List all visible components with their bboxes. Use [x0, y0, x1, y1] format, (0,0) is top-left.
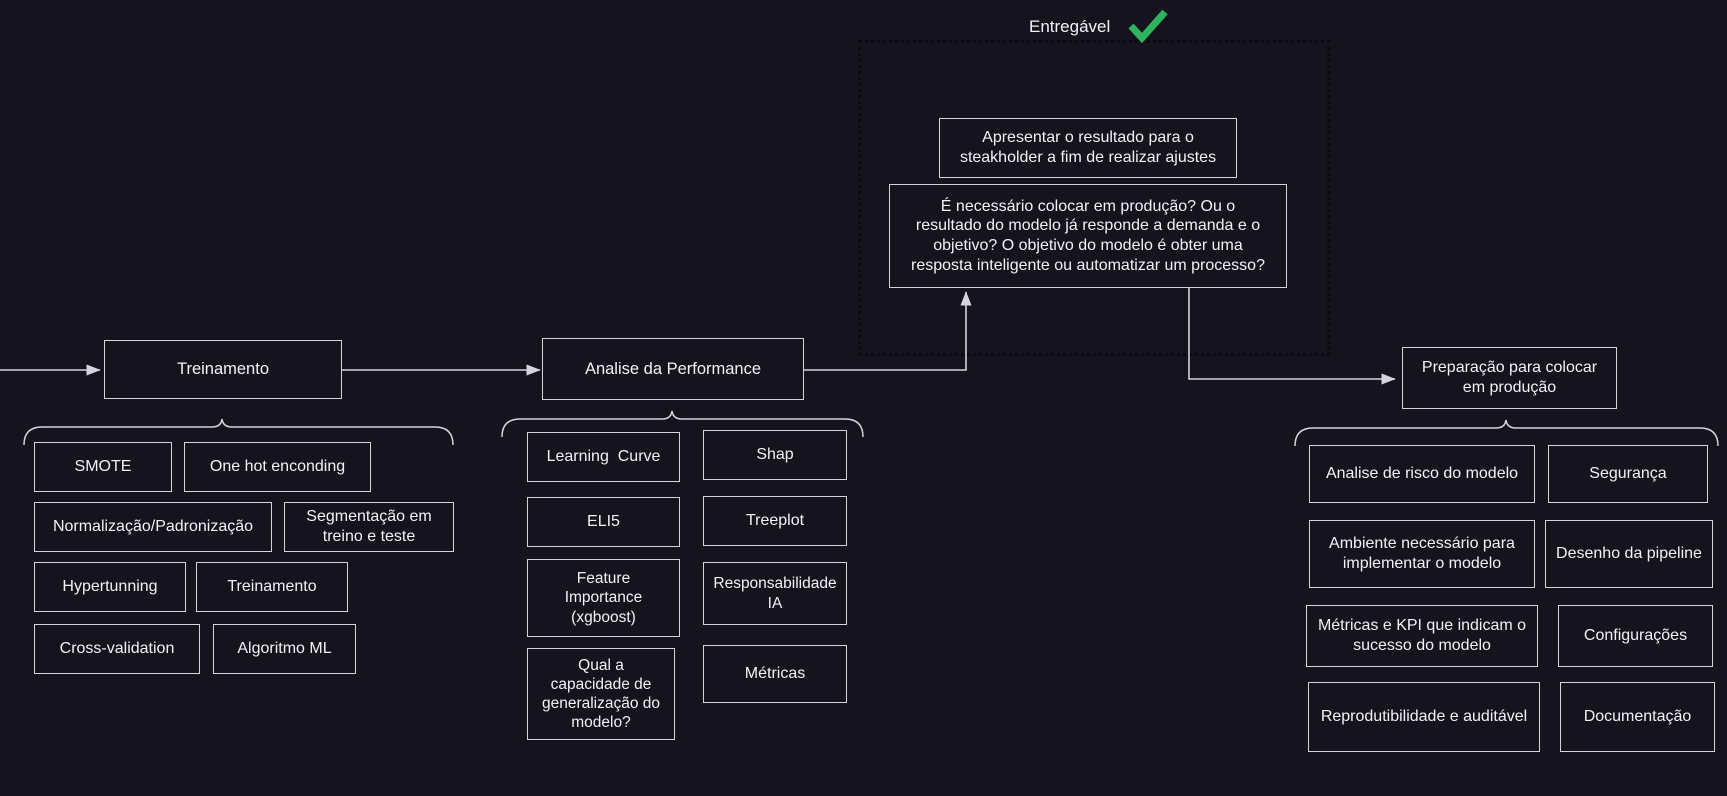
node-algoritmo-ml[interactable]: Algoritmo ML: [213, 624, 356, 674]
node-seguranca[interactable]: Segurança: [1548, 445, 1708, 503]
node-segmentacao-treino-teste[interactable]: Segmentação em treino e teste: [284, 502, 454, 552]
node-preparacao-producao[interactable]: Preparação para colocar em produção: [1402, 347, 1617, 409]
check-icon: [1128, 9, 1168, 43]
deliverable-region: [858, 40, 1330, 356]
deliverable-label: Entregável: [1029, 17, 1111, 36]
node-shap[interactable]: Shap: [703, 430, 847, 480]
node-reprodutibilidade[interactable]: Reprodutibilidade e auditável: [1308, 682, 1540, 752]
brace-production: [1294, 419, 1719, 447]
node-treinamento[interactable]: Treinamento: [104, 340, 342, 399]
node-learning-curve[interactable]: Learning Curve: [527, 432, 680, 482]
node-eli5[interactable]: ELI5: [527, 497, 680, 547]
node-documentacao[interactable]: Documentação: [1560, 682, 1715, 752]
node-apresentar-resultado[interactable]: Apresentar o resultado para o steakholde…: [939, 118, 1237, 178]
node-cross-validation[interactable]: Cross-validation: [34, 624, 200, 674]
node-decisao-producao[interactable]: É necessário colocar em produção? Ou o r…: [889, 184, 1287, 288]
node-metricas[interactable]: Métricas: [703, 645, 847, 703]
node-analise-risco[interactable]: Analise de risco do modelo: [1309, 445, 1535, 503]
node-ambiente-necessario[interactable]: Ambiente necessário para implementar o m…: [1309, 520, 1535, 588]
node-metricas-kpi[interactable]: Métricas e KPI que indicam o sucesso do …: [1306, 605, 1538, 667]
node-configuracoes[interactable]: Configurações: [1558, 605, 1713, 667]
node-treeplot[interactable]: Treeplot: [703, 496, 847, 546]
node-desenho-pipeline[interactable]: Desenho da pipeline: [1545, 520, 1713, 588]
node-capacidade-generalizacao[interactable]: Qual a capacidade de generalização do mo…: [527, 648, 675, 740]
node-one-hot-encoding[interactable]: One hot enconding: [184, 442, 371, 492]
node-treinamento-sub[interactable]: Treinamento: [196, 562, 348, 612]
node-smote[interactable]: SMOTE: [34, 442, 172, 492]
node-feature-importance[interactable]: Feature Importance (xgboost): [527, 559, 680, 637]
node-hypertunning[interactable]: Hypertunning: [34, 562, 186, 612]
node-responsabilidade-ia[interactable]: Responsabilidade IA: [703, 562, 847, 625]
node-analise-performance[interactable]: Analise da Performance: [542, 338, 804, 400]
node-normalizacao-padronizacao[interactable]: Normalização/Padronização: [34, 502, 272, 552]
